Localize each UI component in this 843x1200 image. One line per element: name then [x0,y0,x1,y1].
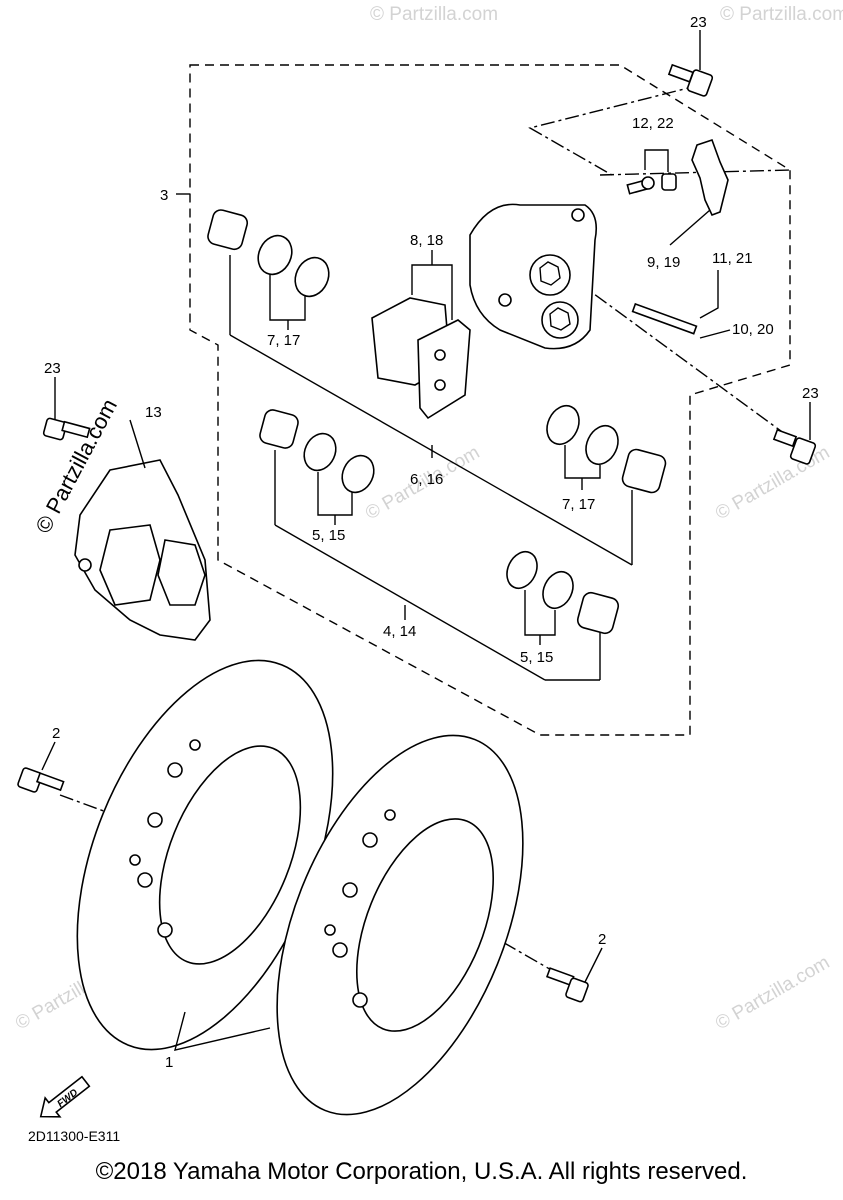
watermark: © Partzilla.com [712,442,833,524]
bolt-axis-lower [574,279,801,446]
leader-4-14-long [274,524,546,681]
callout-9-19: 9, 19 [647,254,680,271]
pad-pin [631,302,698,335]
pad-spring [691,138,729,217]
leader-9-19 [669,209,711,246]
leader-13 [129,419,146,469]
disc-bolt-right [545,967,589,1003]
bolt-23-left [42,417,91,441]
bolt-23-top [667,63,714,97]
kit-boundary-dashed [189,64,791,736]
callout-11-21: 11, 21 [712,250,753,267]
copyright-notice: ©2018 Yamaha Motor Corporation, U.S.A. A… [95,1158,748,1185]
dust-seal [294,256,330,298]
callout-7-17-right: 7, 17 [562,496,595,513]
callout-8-18: 8, 18 [410,232,443,249]
callout-1: 1 [165,1054,173,1071]
callout-2-right: 2 [598,931,606,948]
caliper-assembly-left [74,459,211,641]
leader-7-17-long [229,334,633,566]
callout-13: 13 [145,404,162,421]
watermark: © Partzilla.com [370,4,498,25]
brake-disc-left [76,659,334,1051]
piston-seal [506,550,538,590]
piston-seal [546,404,580,446]
callout-7-17-upper: 7, 17 [267,332,300,349]
piston [207,209,249,251]
callout-3: 3 [160,187,168,204]
fwd-arrow-icon: FWD [39,1075,91,1118]
leader-11-21 [699,270,719,319]
piston-seal [257,234,293,276]
callout-23-right: 23 [802,385,819,402]
bolt-23-right [772,428,817,465]
callout-10-20: 10, 20 [732,321,774,338]
leader-1 [174,1011,271,1051]
bleed-screw [626,173,677,195]
callout-2-left: 2 [52,725,60,742]
piston [259,409,299,449]
dust-seal [542,570,574,610]
dust-seal [585,424,619,466]
callout-23-top: 23 [690,14,707,31]
diagram-code: 2D11300-E311 [28,1128,121,1144]
callout-6-16: 6, 16 [410,471,443,488]
callout-4-14: 4, 14 [383,623,416,640]
brake-disc-right [276,734,524,1116]
watermark: © Partzilla.com [720,4,843,25]
watermark: © Partzilla.com [712,952,833,1034]
dust-seal [341,454,375,494]
caliper-body-right [469,203,598,350]
bolt-axis-upper [528,84,701,176]
callout-12-22: 12, 22 [632,115,674,132]
leader-2-left [41,741,56,771]
pad-pin-axis [599,169,791,176]
callout-5-15-left: 5, 15 [312,527,345,544]
disc-bolt-left [17,767,65,793]
leader-10-20 [699,329,731,339]
brake-pad-right [417,319,471,420]
leader-2-right [584,947,603,983]
callout-5-15-right: 5, 15 [520,649,553,666]
piston [621,448,667,494]
leader-12-22 [644,149,669,172]
piston [576,591,620,635]
callout-23-left: 23 [44,360,61,377]
piston-seal [303,432,337,472]
